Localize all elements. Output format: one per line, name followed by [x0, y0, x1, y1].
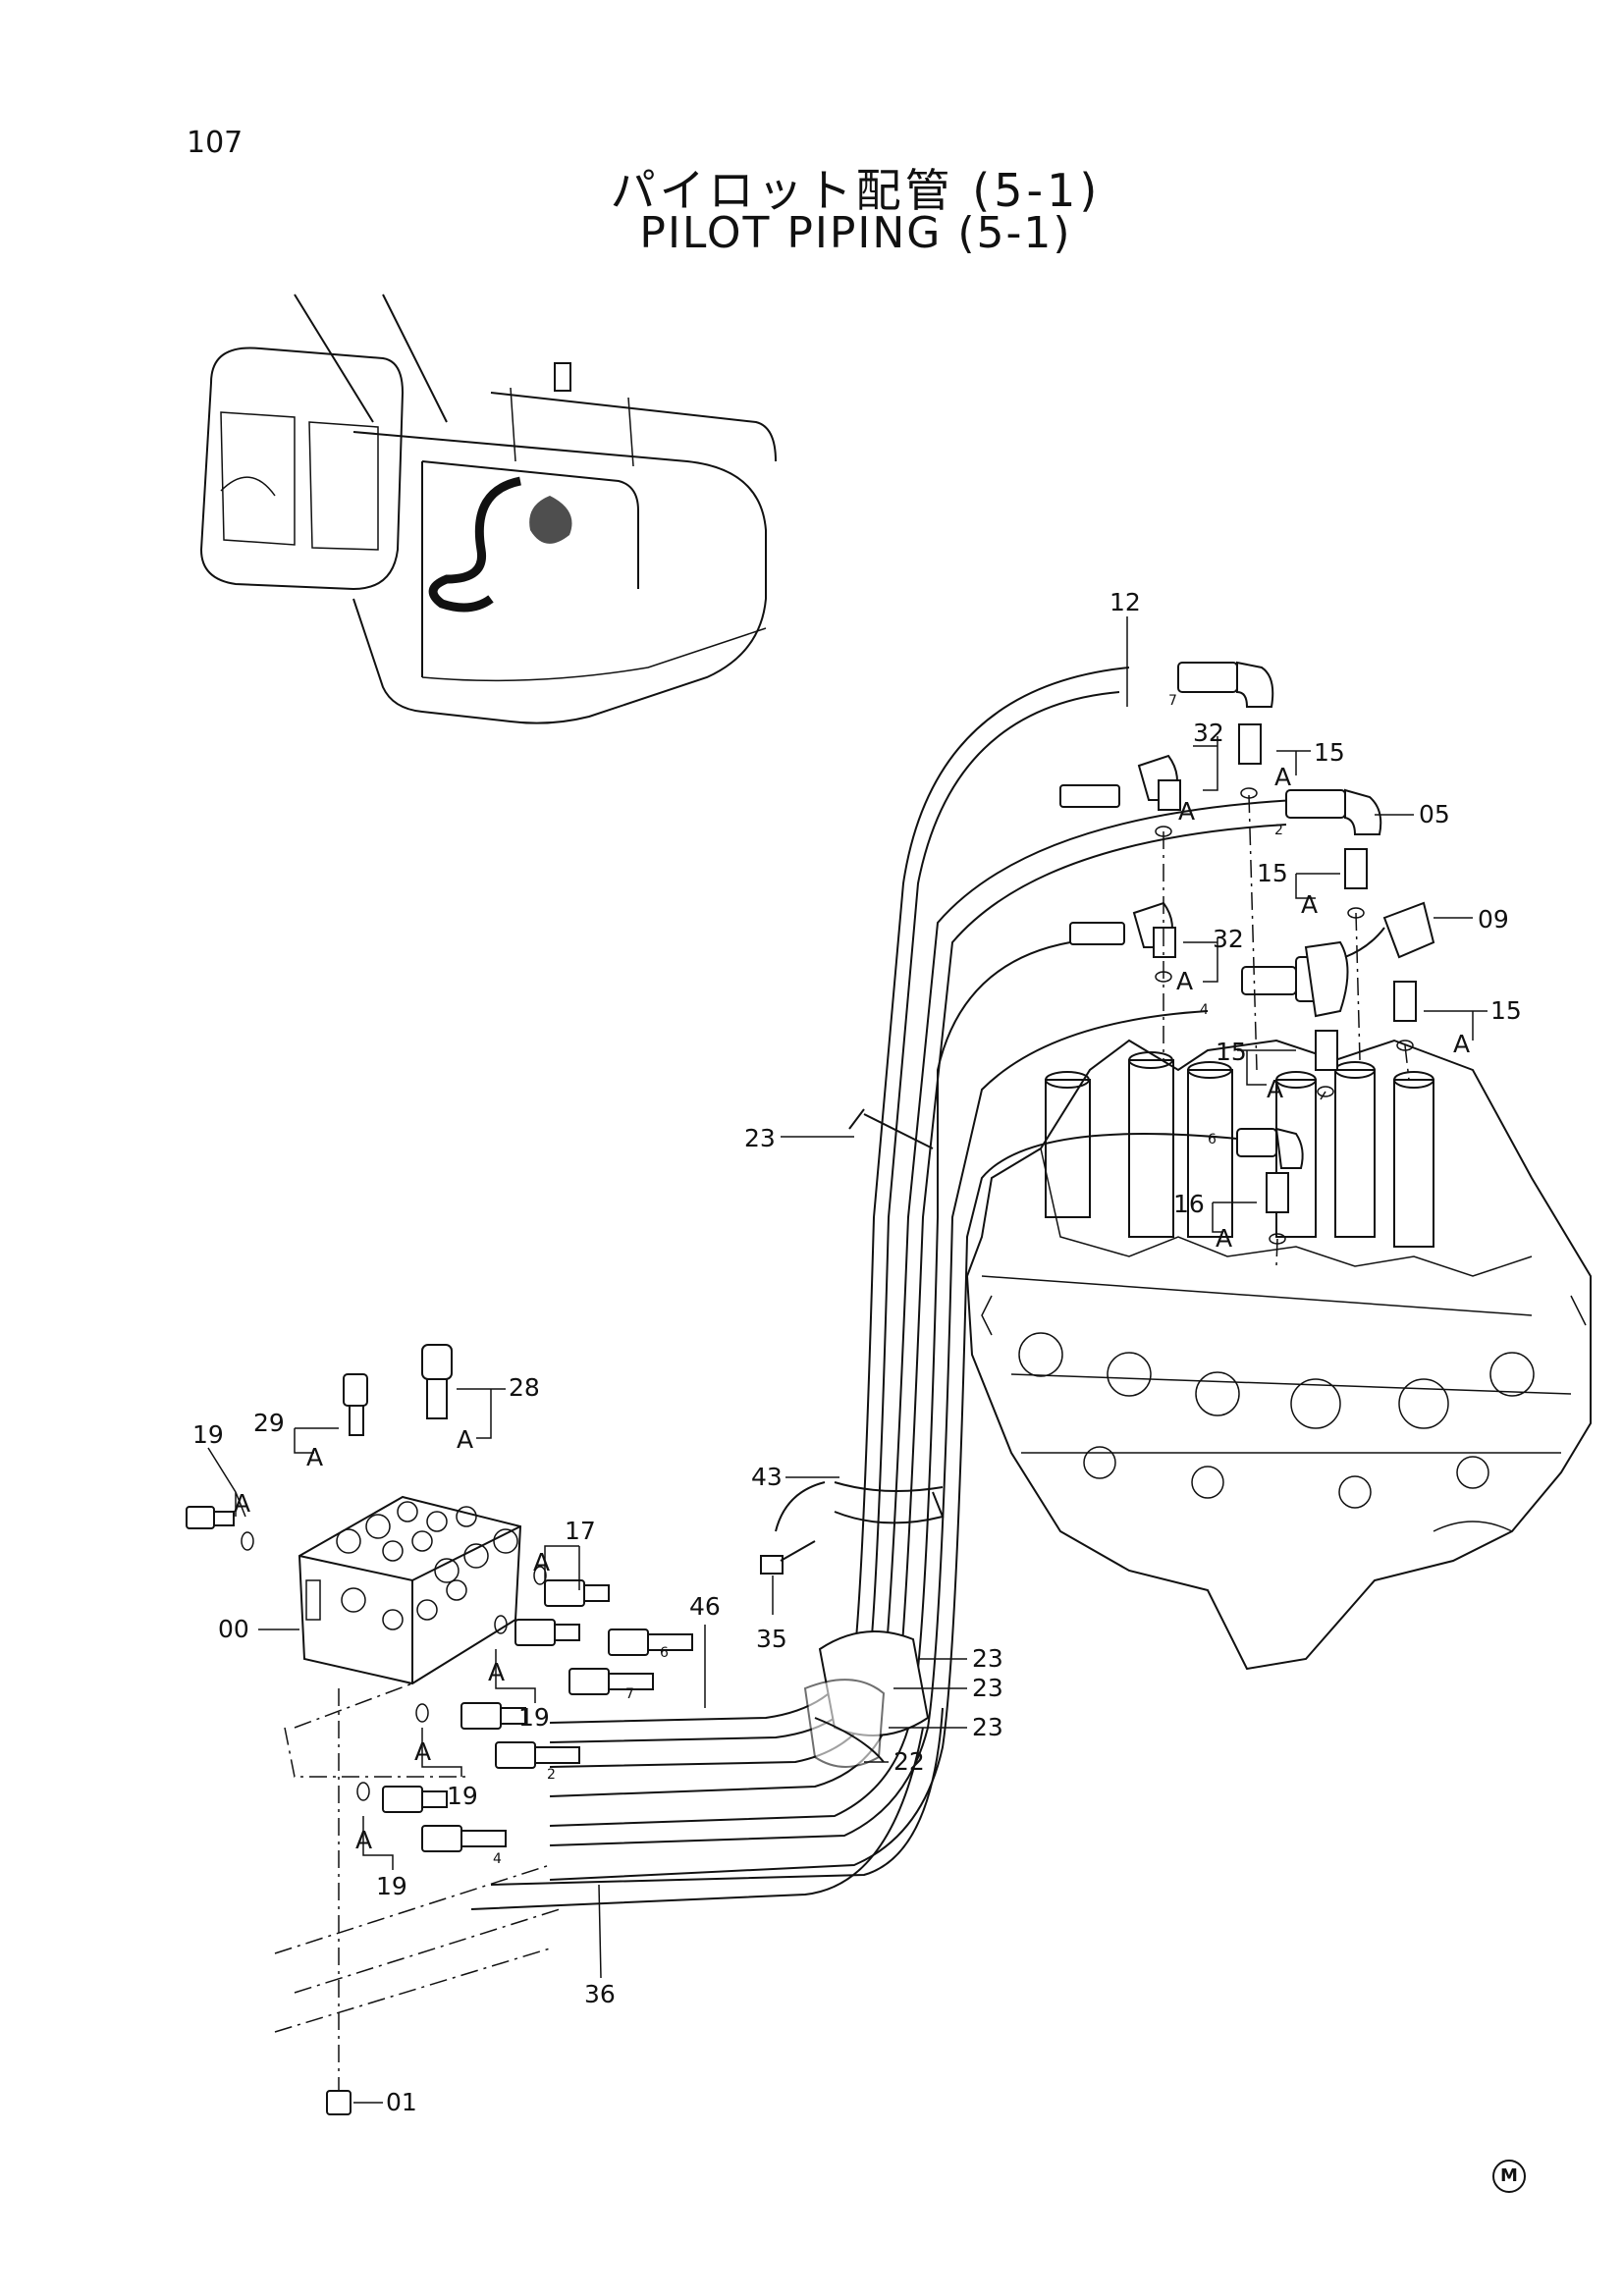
valve-port-adapters [1153, 723, 1417, 1267]
callout-09: 09 [1478, 905, 1509, 934]
callout-16: 16 [1173, 1190, 1205, 1218]
seal-letter-labels: A A A A A A A A A A A A A A [234, 763, 1470, 1854]
letter-a-16: A [1216, 1224, 1232, 1253]
callout-23-upper: 23 [744, 1124, 776, 1152]
diagram-title-english: PILOT PIPING (5-1) [639, 208, 1072, 258]
letter-a-19-lower: A [414, 1737, 431, 1766]
callout-36: 36 [584, 1980, 616, 2008]
hose-number-2-lower: 2 [547, 1767, 556, 1783]
callout-19-bottom: 19 [376, 1872, 407, 1900]
hose-number-6-upper: 6 [1208, 1132, 1217, 1148]
callout-05: 05 [1419, 800, 1450, 828]
diagram-title-japanese: パイロット配管 (5-1) [610, 164, 1102, 217]
callout-01: 01 [386, 2088, 417, 2116]
letter-a-19-middle: A [488, 1658, 505, 1686]
callout-28: 28 [509, 1373, 540, 1402]
hose-number-7-lower: 7 [625, 1686, 634, 1702]
bolt-35 [760, 1540, 816, 1575]
callout-15-second: 15 [1257, 859, 1288, 887]
callout-22: 22 [893, 1747, 925, 1776]
callout-32-top: 32 [1193, 719, 1224, 747]
callout-15-lower: 15 [1216, 1038, 1247, 1066]
hose-number-labels: 7 2 4 6 6 7 2 4 [493, 693, 1283, 1867]
excavator-locator-sketch [199, 294, 777, 724]
letter-a-15-right: A [1453, 1030, 1470, 1058]
part-number-callouts: 12 15 32 05 15 09 32 15 15 16 23 28 29 1… [192, 588, 1522, 2116]
hose-number-6-lower: 6 [660, 1645, 669, 1661]
letter-a-15-second: A [1301, 890, 1318, 919]
base-frame-and-bolt [274, 1682, 561, 2115]
control-valve-body [965, 1039, 1592, 1671]
letter-a-19-bottom: A [355, 1826, 372, 1854]
callout-19-lower: 19 [447, 1782, 478, 1810]
callout-46: 46 [689, 1592, 721, 1621]
pilot-block-fittings [186, 1344, 693, 1852]
callout-19-middle: 19 [518, 1703, 550, 1732]
letter-a-32-second: A [1176, 967, 1193, 995]
letter-a-17: A [533, 1548, 550, 1576]
letter-a-19-left: A [234, 1489, 250, 1518]
callout-35: 35 [756, 1625, 787, 1653]
hose-number-4-upper: 4 [1200, 1002, 1209, 1018]
letter-a-15-lower: A [1267, 1075, 1283, 1103]
page-number: 107 [187, 126, 243, 160]
leader-lines [207, 616, 1488, 2104]
letter-a-29: A [306, 1443, 323, 1471]
callout-43: 43 [751, 1463, 783, 1491]
callout-19-left: 19 [192, 1420, 224, 1449]
upper-hose-fittings [1059, 661, 1435, 1169]
pilot-manifold-block [298, 1495, 522, 1685]
callout-15-right: 15 [1490, 996, 1522, 1025]
circled-m-mark: M [1492, 2160, 1526, 2193]
callout-12: 12 [1109, 588, 1141, 616]
callout-23-band-bottom: 23 [972, 1713, 1003, 1741]
callout-32-second: 32 [1213, 925, 1244, 953]
callout-23-band-middle: 23 [972, 1674, 1003, 1702]
letter-a-28: A [457, 1425, 473, 1454]
hose-clamps [775, 1108, 945, 1768]
hose-number-2-upper: 2 [1274, 823, 1283, 838]
callout-23-band-top: 23 [972, 1644, 1003, 1673]
letter-a-32-top: A [1178, 797, 1195, 826]
letter-a-15-top: A [1274, 763, 1291, 791]
callout-17: 17 [565, 1517, 596, 1545]
callout-15-top: 15 [1314, 738, 1345, 767]
hose-number-4-lower: 4 [493, 1851, 502, 1867]
callout-29: 29 [253, 1409, 285, 1437]
callout-00: 00 [218, 1615, 249, 1643]
hose-number-7-upper: 7 [1168, 693, 1177, 709]
